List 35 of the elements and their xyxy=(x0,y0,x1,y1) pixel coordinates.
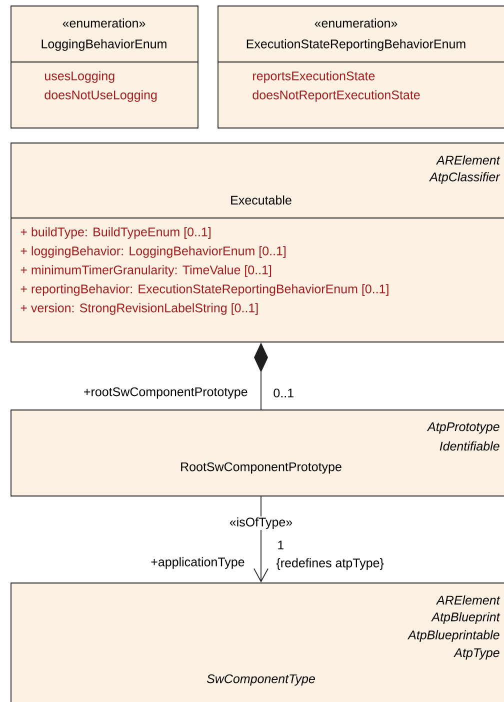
superclass-label: ARElement xyxy=(436,155,500,165)
class-box xyxy=(10,582,504,702)
superclass-label: AtpClassifier xyxy=(429,172,500,184)
enum-literal: doesNotUseLogging xyxy=(44,90,157,102)
class-name: SwComponentType xyxy=(206,674,315,686)
role-label: {redefines atpType} xyxy=(276,558,384,570)
class-name: LoggingBehaviorEnum xyxy=(42,39,166,51)
superclass-label: AtpType xyxy=(454,648,500,660)
attribute-line: + reportingBehavior: ExecutionStateReportingBehaviorEnum [0..1] xyxy=(20,284,388,296)
class-box xyxy=(10,6,198,128)
attribute-line: + version: StrongRevisionLabelString [0..1] xyxy=(20,303,258,315)
class-name: RootSwComponentPrototype xyxy=(181,462,342,474)
stereotype-label: «enumeration» xyxy=(314,18,398,28)
superclass-label: AtpPrototype xyxy=(426,422,500,434)
enum-literal: doesNotReportExecutionState xyxy=(252,90,420,102)
class-box xyxy=(218,6,504,128)
attribute-line: + minimumTimerGranularity: TimeValue [0..1] xyxy=(20,265,272,277)
class-box xyxy=(10,410,504,496)
superclass-label: AtpBlueprint xyxy=(431,612,500,624)
class-name: Executable xyxy=(231,195,292,205)
association-arrow xyxy=(254,496,268,583)
role-label: +applicationType xyxy=(151,557,244,569)
role-label: 0..1 xyxy=(274,388,294,398)
superclass-label: Identifiable xyxy=(440,441,500,451)
attribute-line: + buildType: BuildTypeEnum [0..1] xyxy=(20,227,210,239)
enum-literal: reportsExecutionState xyxy=(253,71,375,83)
edge-label: «isOfType» xyxy=(228,516,294,530)
role-label: 1 xyxy=(278,540,284,550)
attribute-line: + loggingBehavior: LoggingBehaviorEnum [0..1] xyxy=(20,246,286,258)
stereotype-label: «enumeration» xyxy=(62,18,146,28)
superclass-label: ARElement xyxy=(436,595,500,605)
superclass-label: AtpBlueprintable xyxy=(407,630,500,642)
class-box xyxy=(10,142,504,342)
class-name: ExecutionStateReportingBehaviorEnum xyxy=(246,39,466,51)
enum-literal: usesLogging xyxy=(45,71,114,83)
